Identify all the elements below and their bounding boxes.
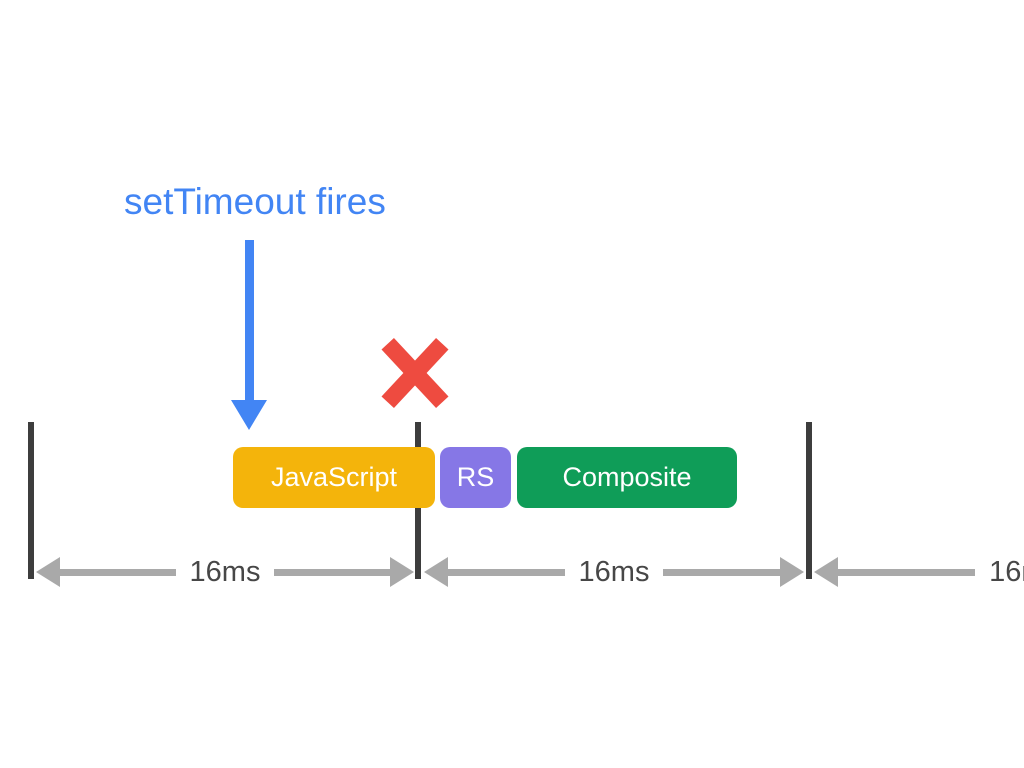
measure-line xyxy=(274,568,391,576)
arrow-head xyxy=(231,400,267,430)
task-label: JavaScript xyxy=(270,462,398,492)
task-label: Composite xyxy=(562,462,692,492)
measure-line xyxy=(663,568,781,576)
arrow-right-icon xyxy=(390,557,415,587)
interval-arrow-2: 16ms xyxy=(424,555,805,588)
arrow-shaft xyxy=(245,240,254,404)
settimeout-down-arrow-icon xyxy=(231,240,268,430)
task-rs: RS xyxy=(440,447,511,508)
interval-arrow-1: 16ms xyxy=(36,555,415,588)
arrow-left-icon xyxy=(36,557,60,587)
measure-line xyxy=(838,568,976,576)
settimeout-fires-label: setTimeout fires xyxy=(124,181,386,222)
interval-label: 16ms xyxy=(578,555,650,588)
task-composite: Composite xyxy=(517,447,737,508)
interval-label: 16ms xyxy=(989,555,1024,588)
interval-arrow-3: 16ms xyxy=(814,555,1024,588)
frame-boundary-line xyxy=(806,422,812,579)
measure-line xyxy=(60,568,176,576)
arrow-right-icon xyxy=(780,557,805,587)
dropped-frame-x-icon xyxy=(381,337,449,409)
arrow-left-icon xyxy=(814,557,838,587)
task-javascript: JavaScript xyxy=(233,447,435,508)
measure-line xyxy=(448,568,565,576)
arrow-left-icon xyxy=(424,557,448,587)
task-label: RS xyxy=(456,462,495,492)
interval-label: 16ms xyxy=(189,555,261,588)
frame-boundary-line xyxy=(28,422,34,579)
